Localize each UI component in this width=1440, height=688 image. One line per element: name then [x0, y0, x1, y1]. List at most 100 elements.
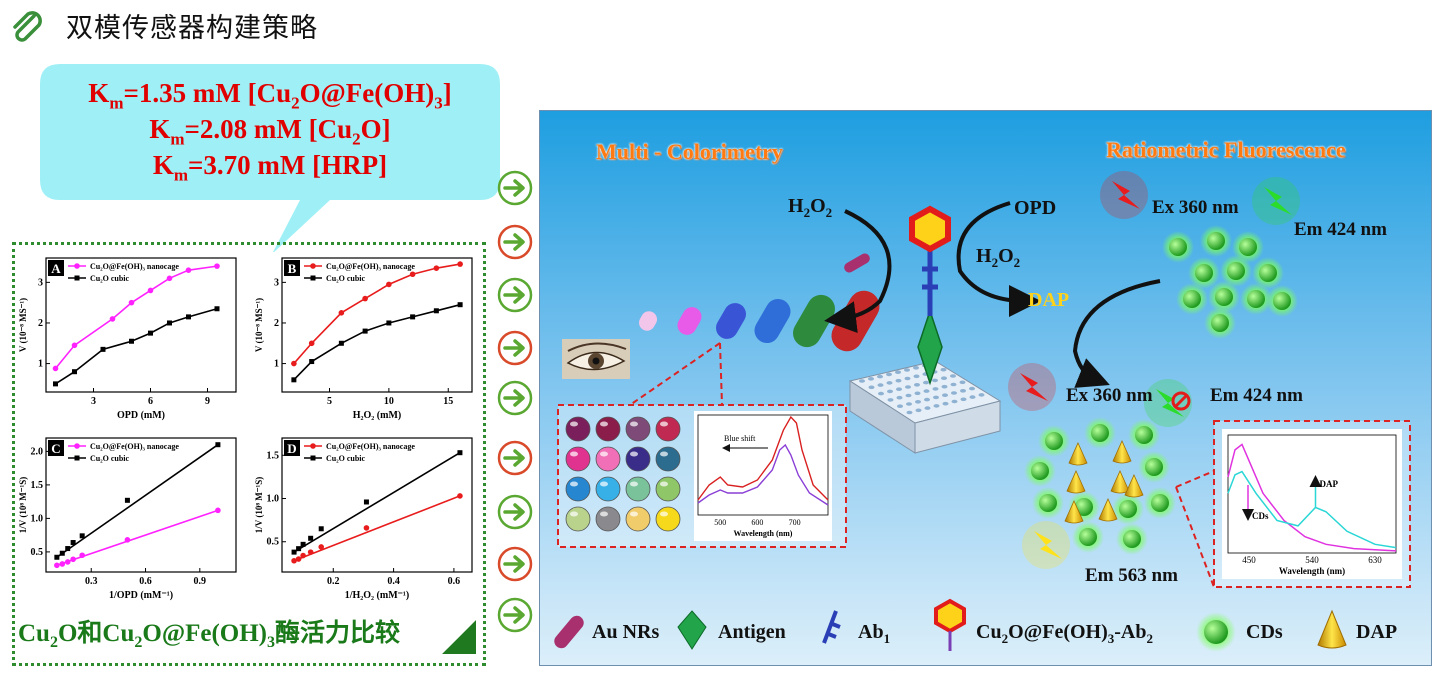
color-swatch: [625, 506, 651, 532]
reaction-arrow: [824, 209, 892, 333]
carbon-dot: [1247, 290, 1265, 308]
x-tick-label: 600: [751, 518, 763, 527]
x-axis-label: H₂O₂ (mM): [353, 410, 401, 421]
reaction-arrow: [956, 201, 1041, 317]
data-point: [309, 359, 315, 365]
x-tick-label: 6: [148, 396, 153, 407]
color-swatch: [565, 476, 591, 502]
y-tick-label: 1.5: [267, 450, 280, 461]
y-tick-label: 2.0: [31, 446, 44, 457]
x-tick-label: 15: [443, 396, 453, 407]
y-tick-label: 1.5: [31, 480, 44, 491]
x-tick-label: 0.3: [85, 576, 98, 587]
data-point: [300, 552, 306, 559]
dap-cone: [1124, 474, 1144, 498]
data-point: [318, 544, 325, 550]
legend-entry: Cu₂O@Fe(OH)₃ nanocage: [326, 262, 415, 271]
series-line: [293, 263, 461, 365]
carbon-dot: [1079, 528, 1097, 546]
dap-cone: [1066, 470, 1086, 494]
gold-nanorod: [831, 290, 880, 352]
carbon-dot: [1031, 462, 1049, 480]
data-point: [362, 295, 368, 302]
y-axis-label: V (10⁻⁸ MS⁻¹): [254, 298, 264, 352]
series-line: [293, 452, 461, 553]
x-tick-label: 5: [327, 396, 332, 407]
gold-nanorod: [844, 253, 870, 273]
color-swatch: [655, 476, 681, 502]
legend-entry: Cu₂O@Fe(OH)₃ nanocage: [326, 442, 415, 451]
legend-nanocage-ab2: Cu2O@Fe(OH)3-Ab2: [976, 621, 1153, 646]
x-axis-label: Wavelength (nm): [734, 529, 793, 538]
data-point: [185, 267, 192, 273]
h2o2-label-left: H2O2: [788, 195, 833, 220]
x-tick-label: 9: [205, 396, 210, 407]
data-point: [186, 314, 191, 320]
spectrum-line: [697, 443, 829, 506]
em-563-label: Em 563 nm: [1085, 565, 1178, 586]
data-point: [300, 541, 306, 547]
dap-cone: [1068, 442, 1088, 466]
data-point: [291, 549, 297, 555]
legend-cds: CDs: [1246, 621, 1283, 643]
data-point: [79, 533, 85, 539]
dap-label: DAP: [1028, 289, 1070, 311]
carbon-dot: [1215, 288, 1233, 306]
carbon-dot: [1123, 530, 1141, 548]
data-point: [386, 281, 392, 288]
data-point: [53, 381, 58, 387]
x-axis-label: Wavelength (nm): [1279, 566, 1345, 576]
carbon-dot: [1183, 290, 1201, 308]
data-point: [148, 330, 153, 336]
em-424-label-top: Em 424 nm: [1294, 219, 1387, 240]
arrow-icon: [497, 224, 533, 260]
color-swatch: [625, 416, 651, 442]
y-tick-label: 3: [38, 277, 43, 288]
data-point: [124, 537, 131, 543]
data-point: [52, 365, 59, 372]
data-point: [70, 540, 76, 546]
dap-cone: [1098, 498, 1118, 522]
page-title: 双模传感器构建策略: [66, 13, 318, 44]
color-swatch: [565, 416, 591, 442]
arrow-icon: [497, 494, 533, 530]
x-tick-label: 3: [91, 396, 96, 407]
y-tick-label: 1.0: [31, 513, 44, 524]
ex-360-label-bottom: Ex 360 nm: [1066, 385, 1153, 406]
color-swatch: [625, 446, 651, 472]
color-swatch: [595, 446, 621, 472]
y-tick-label: 1: [274, 359, 279, 370]
series-line: [55, 307, 218, 385]
panel-letter: D: [287, 441, 296, 456]
legend-entry: Cu₂O@Fe(OH)₃ nanocage: [90, 262, 179, 271]
series-line: [54, 265, 218, 369]
y-axis-label: 1/V (10⁸ M⁻¹S): [18, 477, 28, 533]
x-axis-label: 1/H₂O₂ (mM⁻¹): [345, 590, 410, 601]
gold-nanorod: [754, 298, 791, 344]
y-tick-label: 1: [38, 359, 43, 370]
reaction-arrow: [1072, 279, 1161, 388]
carbon-dot: [1119, 500, 1137, 518]
data-point: [457, 261, 463, 267]
data-point: [433, 308, 439, 314]
data-point: [79, 552, 85, 559]
legend-entry: Cu₂O cubic: [90, 454, 130, 463]
data-point: [147, 287, 154, 294]
data-point: [54, 562, 60, 569]
data-point: [129, 338, 134, 344]
data-point: [457, 450, 463, 456]
data-point: [70, 556, 76, 563]
plot-frame: [281, 257, 473, 393]
x-tick-label: 0.9: [194, 576, 207, 587]
gold-nanorod: [677, 307, 702, 335]
data-point: [215, 442, 221, 448]
color-swatch: [595, 506, 621, 532]
arrow-icon: [497, 277, 533, 313]
enzyme-activity-comparison-label: Cu2O和Cu2O@Fe(OH)3酶活力比较: [18, 620, 400, 651]
em-424-label-bottom: Em 424 nm: [1210, 385, 1303, 406]
data-point: [308, 535, 314, 541]
data-point: [72, 369, 77, 375]
